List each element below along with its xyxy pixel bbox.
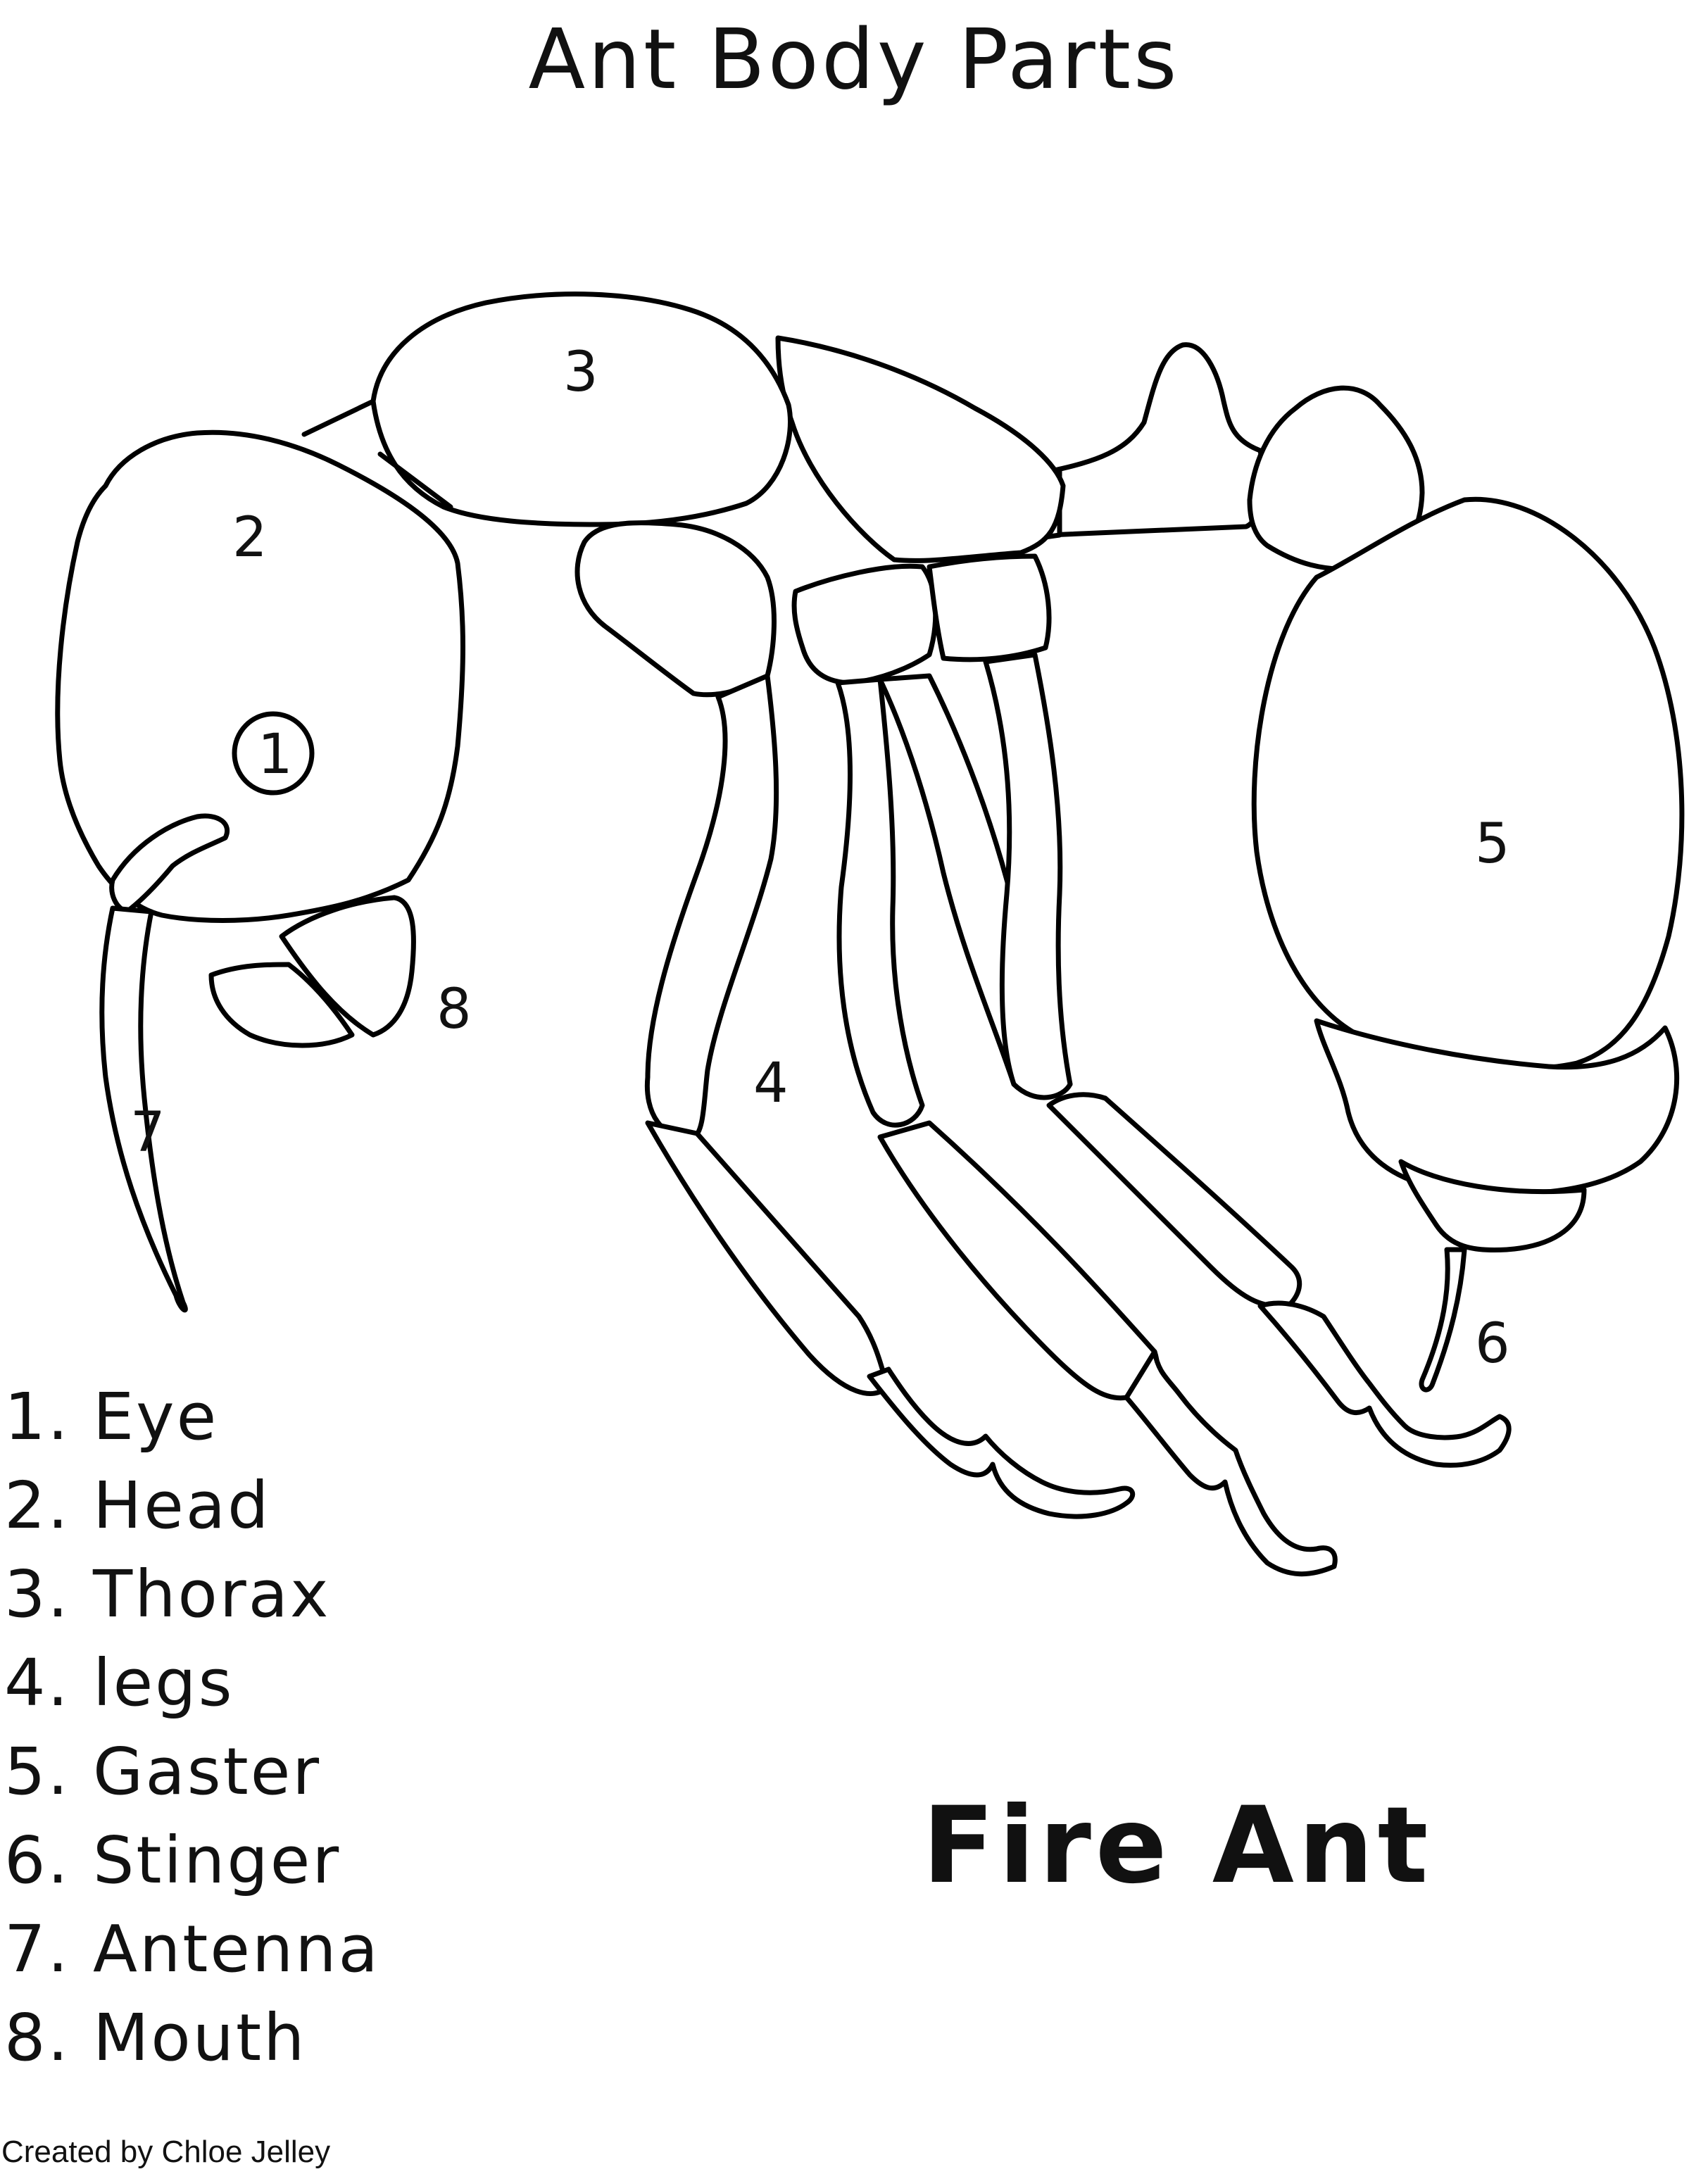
legend-item: 7. Antenna <box>4 1911 380 1987</box>
ant-front-coxa <box>574 520 777 698</box>
parts-legend: 1. Eye 2. Head 3. Thorax 4. legs 5. Gast… <box>4 1373 380 2082</box>
ant-middle-tarsus <box>1124 1349 1338 1577</box>
ant-hind-coxa <box>927 553 1052 662</box>
ant-postpetiole <box>1247 385 1425 572</box>
marker-gaster: 5 <box>1475 812 1510 876</box>
legend-item: 2. Head <box>4 1468 271 1543</box>
ant-head <box>55 429 465 923</box>
legend-item: 3. Thorax <box>4 1557 331 1632</box>
marker-head: 2 <box>232 506 268 570</box>
ant-mandible-lower <box>208 962 355 1048</box>
legend-item: 8. Mouth <box>4 2000 307 2075</box>
ant-middle-femur <box>835 677 925 1128</box>
ant-hind-femur <box>983 652 1073 1100</box>
marker-mouth: 8 <box>437 978 472 1041</box>
ant-gaster-tip <box>1398 1159 1587 1253</box>
ant-antenna-flagellum <box>99 905 188 1313</box>
ant-front-tarsus <box>867 1366 1136 1519</box>
species-title: Fire Ant <box>922 1785 1433 1907</box>
marker-eye: 1 <box>258 723 293 786</box>
ant-mandible-upper <box>279 895 416 1038</box>
marker-antenna: 7 <box>130 1101 165 1164</box>
ant-petiole <box>1045 342 1266 538</box>
ant-hind-tibia <box>1046 1092 1302 1309</box>
ant-hind-tarsus <box>1257 1300 1512 1468</box>
credit-line: Created by Chloe Jelley <box>1 2135 331 2169</box>
ant-front-tibia <box>645 1120 890 1396</box>
ant-neck <box>301 398 376 437</box>
marker-stinger: 6 <box>1475 1312 1510 1376</box>
ant-thorax <box>370 291 793 527</box>
ant-gaster <box>1251 496 1685 1072</box>
page-title: Ant Body Parts <box>528 11 1180 108</box>
ant-neck-lower <box>377 451 453 510</box>
legend-item: 6. Stinger <box>4 1823 341 1898</box>
legend-item: 4. legs <box>4 1645 234 1721</box>
ant-eye <box>232 711 315 796</box>
legend-item: 1. Eye <box>4 1379 219 1454</box>
marker-thorax: 3 <box>563 341 598 404</box>
ant-gaster-segment <box>1314 1018 1679 1196</box>
ant-propodeum <box>775 335 1066 563</box>
ant-stinger <box>1419 1247 1467 1393</box>
legend-item: 5. Gaster <box>4 1734 322 1809</box>
marker-legs: 4 <box>753 1052 789 1115</box>
ant-middle-coxa <box>791 563 938 686</box>
